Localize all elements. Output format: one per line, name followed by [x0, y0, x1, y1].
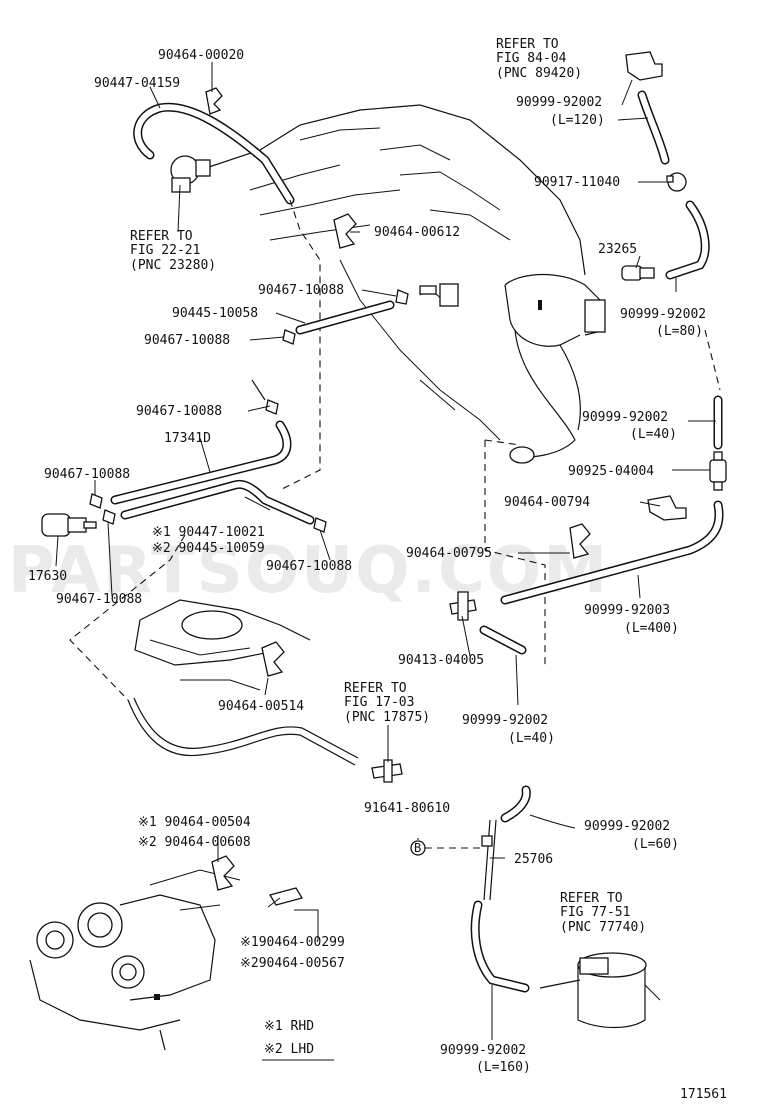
label-90999-92002-l40b: 90999-92002 [462, 713, 548, 728]
clip-90464-00612 [333, 213, 357, 249]
fuel-hose-to-17875 [69, 534, 403, 783]
label-90447-04159: 90447-04159 [94, 76, 180, 91]
label-ref-77-51-line1: REFER TO [560, 891, 623, 906]
label-90917-11040: 90917-11040 [534, 175, 620, 190]
label-ref-22-21-line2: FIG 22-21 [130, 243, 200, 258]
label-90925-04004: 90925-04004 [568, 464, 654, 479]
label-90467-10088-d: 90467-10088 [44, 467, 130, 482]
label-ref-84-04-line3: (PNC 89420) [496, 66, 582, 81]
engine-lower-sketch [29, 855, 304, 1051]
label-l40a: (L=40) [630, 427, 677, 442]
label-90999-92002-l40a: 90999-92002 [582, 410, 668, 425]
label-90467-10088-f: 90467-10088 [266, 559, 352, 574]
label-l400: (L=400) [624, 621, 679, 636]
label-90464-00612: 90464-00612 [374, 225, 460, 240]
label-91641-80610: 91641-80610 [364, 801, 450, 816]
label-rhd-90464-00504: ※1 90464-00504 [138, 815, 251, 830]
vsv-valve-23280 [133, 102, 321, 491]
label-90999-92002-l160: 90999-92002 [440, 1043, 526, 1058]
vsv-90925-04004 [709, 451, 727, 491]
label-90464-00794: 90464-00794 [504, 495, 590, 510]
label-l160: (L=160) [476, 1060, 531, 1075]
figure-number: 171561 [680, 1087, 727, 1102]
label-l120: (L=120) [550, 113, 605, 128]
label-ref-84-04-line1: REFER TO [496, 37, 559, 52]
label-90464-00020: 90464-00020 [158, 48, 244, 63]
label-90413-04005: 90413-04005 [398, 653, 484, 668]
label-90445-10058: 90445-10058 [172, 306, 258, 321]
label-17341D: 17341D [164, 431, 211, 446]
leader-lines [55, 62, 716, 1040]
label-25706: 25706 [514, 852, 553, 867]
hose-17341D [89, 379, 327, 533]
label-ref-77-51-line2: FIG 77-51 [560, 905, 630, 920]
label-rhd-90447-10021: ※1 90447-10021 [152, 525, 265, 540]
label-ref-77-51-line3: (PNC 77740) [560, 920, 646, 935]
label-lhd-90464-00567: ※290464-00567 [240, 956, 345, 971]
label-90464-00795: 90464-00795 [406, 546, 492, 561]
label-ref-22-21-line3: (PNC 23280) [130, 258, 216, 273]
label-ref-17-03-line2: FIG 17-03 [344, 695, 414, 710]
bolt-mark: B [414, 841, 421, 855]
hose-90999-92003 [500, 500, 724, 605]
intake-manifold-drawing [199, 104, 606, 665]
label-90467-10088-e: 90467-10088 [56, 592, 142, 607]
label-l80: (L=80) [656, 324, 703, 339]
label-l40b: (L=40) [508, 731, 555, 746]
label-90467-10088-b: 90467-10088 [144, 333, 230, 348]
bolt-91641-80610: B [410, 840, 480, 856]
part-labels: 90464-00020 90447-04159 REFER TO FIG 22-… [28, 37, 727, 1102]
label-90999-92002-l80: 90999-92002 [620, 307, 706, 322]
hose-90445-10058 [282, 283, 459, 345]
label-rhd-90464-00299: ※190464-00299 [240, 935, 345, 950]
vsv-17630 [41, 513, 97, 537]
label-l60: (L=60) [632, 837, 679, 852]
clip-90464-00020 [205, 87, 223, 115]
label-90999-92002-l60: 90999-92002 [584, 819, 670, 834]
t-joint-90413-04005 [449, 591, 527, 655]
connector-89420 [625, 51, 670, 165]
legend-lhd: ※2 LHD [264, 1042, 314, 1057]
label-ref-17-03-line1: REFER TO [344, 681, 407, 696]
label-90464-00514: 90464-00514 [218, 699, 304, 714]
label-90999-92003: 90999-92003 [584, 603, 670, 618]
engine-block-sketch [134, 599, 311, 691]
vsv-90917-11040 [666, 172, 687, 192]
label-lhd-90445-10059: ※2 90445-10059 [152, 541, 265, 556]
label-ref-84-04-line2: FIG 84-04 [496, 51, 567, 66]
canister-77740 [470, 785, 661, 1029]
label-lhd-90464-00608: ※2 90464-00608 [138, 835, 251, 850]
clip-90464-00794 [647, 495, 687, 521]
legend-rhd: ※1 RHD [264, 1019, 314, 1034]
label-23265: 23265 [598, 242, 637, 257]
clip-90464-00795 [569, 523, 591, 559]
sensor-23265 [621, 200, 721, 391]
label-ref-22-21-line1: REFER TO [130, 229, 193, 244]
label-90467-10088-c: 90467-10088 [136, 404, 222, 419]
label-17630: 17630 [28, 569, 67, 584]
label-ref-17-03-line3: (PNC 17875) [344, 710, 430, 725]
label-90999-92002-l120: 90999-92002 [516, 95, 602, 110]
label-90467-10088-a: 90467-10088 [258, 283, 344, 298]
